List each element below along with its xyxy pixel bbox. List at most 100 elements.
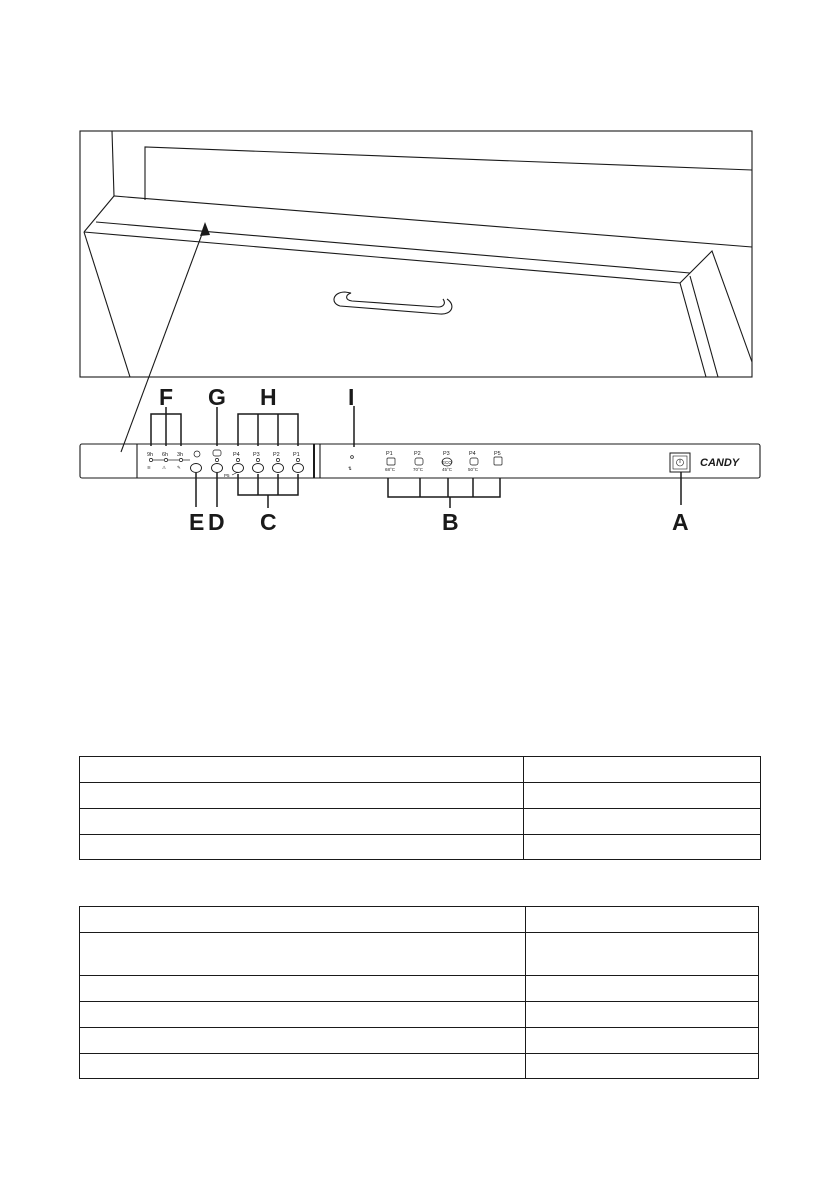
heat-warning-icon: ≋ xyxy=(147,465,151,470)
door-top-edge xyxy=(83,195,753,248)
delay-led-3h xyxy=(179,458,183,462)
callout-c: C xyxy=(260,509,277,535)
half-load-icon xyxy=(212,449,222,457)
leader-h xyxy=(237,413,299,446)
table-cell xyxy=(525,906,759,933)
program-led-label-p4: P4 xyxy=(233,452,240,458)
door-right-inner xyxy=(679,282,707,378)
inner-door-panel xyxy=(144,146,753,200)
table-cell xyxy=(523,808,761,835)
program-led-p2 xyxy=(276,458,280,462)
program-led-label-p3: P3 xyxy=(253,452,260,458)
program-label-p2: P2 xyxy=(414,451,421,457)
table-cell xyxy=(79,906,526,933)
table-row xyxy=(79,756,761,783)
table-2 xyxy=(79,906,759,1079)
table-cell xyxy=(79,1027,526,1054)
p5-combination-line xyxy=(231,471,239,476)
table-cell xyxy=(79,808,524,835)
delay-indicators: 9h 6h 3h ≋ ⚠ ✎ xyxy=(147,450,201,470)
illustration-frame xyxy=(79,130,753,378)
cabinet-edge xyxy=(111,130,115,197)
program-temp-p3: 45°C xyxy=(442,467,453,472)
program-p4-plate-icon xyxy=(469,457,479,466)
program-label-p5: P5 xyxy=(494,451,501,457)
program-label-p3: P3 xyxy=(443,451,450,457)
control-panel-diagram: 9h 6h 3h ≋ ⚠ ✎ P4 P3 P2 P1 xyxy=(79,130,761,535)
table-cell xyxy=(79,782,524,809)
button-p1[interactable] xyxy=(292,463,304,473)
button-p4[interactable] xyxy=(232,463,244,473)
program-p2-glass-icon xyxy=(414,457,424,466)
callout-g: G xyxy=(208,384,226,410)
callout-i: I xyxy=(348,384,354,410)
table-cell xyxy=(79,756,524,783)
table-cell xyxy=(79,1001,526,1028)
rinse-aid-icon: ✎ xyxy=(177,465,181,470)
callout-d: D xyxy=(208,509,225,535)
table-cell xyxy=(79,932,526,976)
brand-logo: CANDY xyxy=(700,457,741,469)
callout-f: F xyxy=(159,384,173,410)
callout-b: B xyxy=(442,509,459,535)
table-row xyxy=(79,1053,759,1079)
table-cell xyxy=(525,1027,759,1054)
table-cell xyxy=(525,1001,759,1028)
program-p3-eco-icon xyxy=(441,457,453,467)
table-row xyxy=(79,1001,759,1028)
table-row xyxy=(79,1027,759,1054)
table-row xyxy=(79,808,761,835)
table-row xyxy=(79,834,761,860)
program-p3-eco-badge: ECO xyxy=(442,460,452,465)
program-p1-pot-icon xyxy=(386,457,396,466)
program-led-label-p2: P2 xyxy=(273,452,280,458)
program-p5-rinse-icon xyxy=(493,456,503,466)
table-cell xyxy=(525,975,759,1002)
table-row xyxy=(79,975,759,1002)
program-led-p4 xyxy=(236,458,240,462)
program-led-p1 xyxy=(296,458,300,462)
table-1 xyxy=(79,756,761,860)
button-p3[interactable] xyxy=(252,463,264,473)
delay-label-3h: 3h xyxy=(177,452,183,458)
button-p2[interactable] xyxy=(272,463,284,473)
table-cell xyxy=(523,782,761,809)
door-handle xyxy=(333,291,453,315)
indicator-led-i xyxy=(350,455,354,459)
table-cell xyxy=(523,834,761,860)
button-d[interactable] xyxy=(211,463,223,473)
delay-label-9h: 9h xyxy=(147,452,153,458)
table-cell xyxy=(79,1053,526,1079)
program-label-p4: P4 xyxy=(469,451,476,457)
delay-led-9h xyxy=(149,458,153,462)
delay-label-6h: 6h xyxy=(162,452,168,458)
callout-a: A xyxy=(672,509,689,535)
pointer-line xyxy=(120,225,206,453)
program-led-p3 xyxy=(256,458,260,462)
p5-combination-label: P5 xyxy=(224,473,230,478)
table-cell xyxy=(525,1053,759,1079)
button-e[interactable] xyxy=(190,463,202,473)
power-button-inner xyxy=(672,455,688,470)
program-symbols: P1 P2 P3 P4 P5 ECO 68°C 70°C 45°C 50°C xyxy=(385,451,503,472)
door-left-edge xyxy=(83,231,131,378)
door-right-inner-2 xyxy=(689,275,719,378)
salt-warning-icon: ⚠ xyxy=(162,465,167,470)
table-row xyxy=(79,932,759,976)
program-temp-p4: 50°C xyxy=(468,467,479,472)
door-right-side xyxy=(679,249,753,363)
delay-clock-icon xyxy=(193,450,201,458)
leader-c xyxy=(237,474,299,496)
program-led-label-p1: P1 xyxy=(293,452,300,458)
table-cell xyxy=(523,756,761,783)
program-label-p1: P1 xyxy=(386,451,393,457)
door-front-top xyxy=(83,231,681,284)
callout-e: E xyxy=(189,509,204,535)
program-temp-p2: 70°C xyxy=(413,467,424,472)
pointer-arrowhead xyxy=(200,222,210,236)
half-load-led xyxy=(215,458,219,462)
table-cell xyxy=(79,975,526,1002)
door-front-top-inner xyxy=(95,221,691,274)
table-cell xyxy=(525,932,759,976)
table-row xyxy=(79,906,759,933)
